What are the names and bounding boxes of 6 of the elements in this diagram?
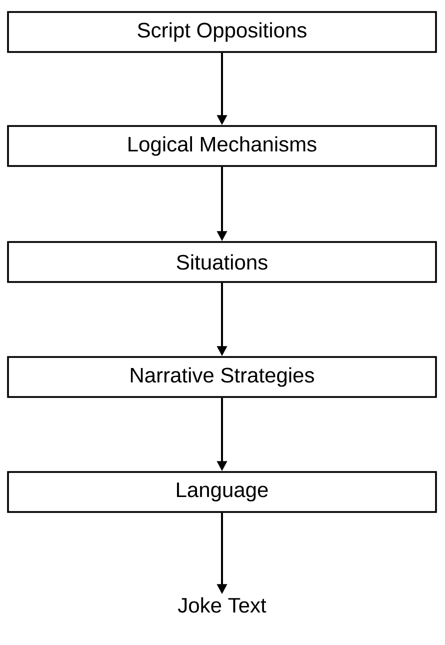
process-box: Situations [7, 241, 437, 283]
process-box: Logical Mechanisms [7, 125, 437, 167]
process-box: Narrative Strategies [7, 356, 437, 398]
process-box: Script Oppositions [7, 11, 437, 53]
process-box: Language [7, 471, 437, 513]
output-text: Joke Text [178, 597, 266, 613]
